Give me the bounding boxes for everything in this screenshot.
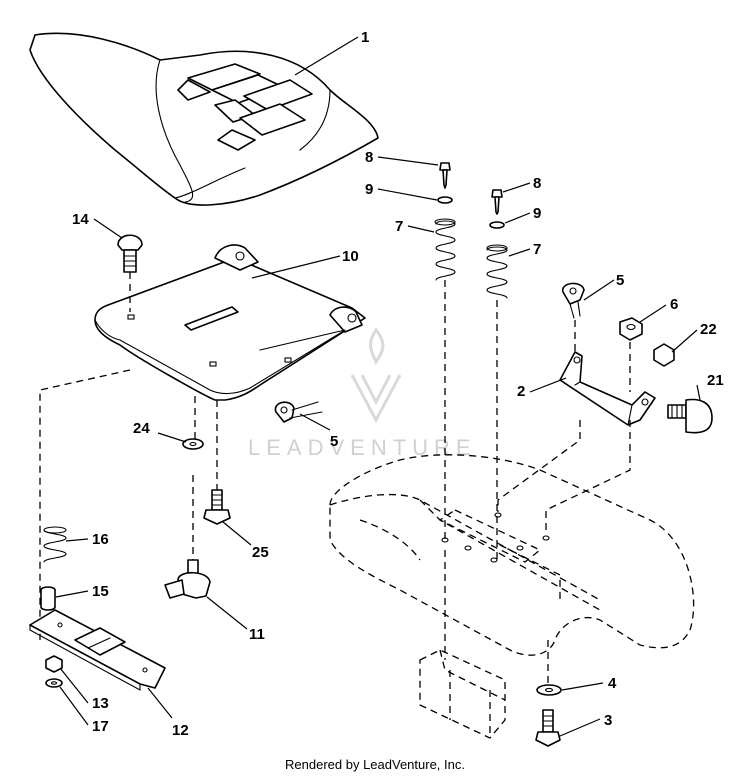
callout-10: 10 [342, 248, 359, 265]
spacer [40, 586, 56, 611]
callout-9-right: 9 [533, 205, 541, 222]
bolt-pan [203, 489, 231, 525]
washer-left [437, 196, 453, 204]
screw-left [439, 162, 451, 189]
seat-pan [94, 244, 366, 401]
watermark-text: LEADVENTURE [248, 435, 477, 460]
callout-11: 11 [249, 626, 265, 643]
callout-13: 13 [92, 695, 109, 712]
callout-5-left: 5 [330, 433, 338, 450]
leader-lines [55, 36, 701, 737]
spring-right [486, 244, 508, 299]
carriage-bolt [117, 234, 143, 273]
callout-14: 14 [72, 211, 89, 228]
callout-17: 17 [92, 718, 109, 735]
callout-1: 1 [361, 29, 369, 46]
callout-7-right: 7 [533, 241, 541, 258]
callout-21: 21 [707, 372, 724, 389]
callout-12: 12 [172, 722, 189, 739]
callout-2: 2 [517, 383, 525, 400]
callout-8-left: 8 [365, 149, 373, 166]
callout-5-right: 5 [616, 272, 624, 289]
callout-15: 15 [92, 583, 109, 600]
callout-4: 4 [608, 675, 617, 692]
spring-small [43, 526, 67, 563]
spring-left [434, 218, 456, 281]
hex-nut [653, 343, 675, 367]
callout-16: 16 [92, 531, 109, 548]
washer-right [489, 221, 505, 229]
knob [164, 559, 211, 599]
callouts: 1 10 14 8 9 7 8 9 7 5 6 22 2 21 5 24 25 … [72, 29, 724, 739]
tractor-frame [329, 454, 695, 739]
callout-25: 25 [252, 544, 269, 561]
seat-bracket [559, 351, 656, 426]
slide-plate [29, 609, 166, 691]
seat [29, 32, 379, 206]
callout-7-left: 7 [395, 218, 403, 235]
bolt-bottom [535, 709, 561, 747]
assembly-lines [39, 272, 631, 690]
callout-24: 24 [133, 420, 150, 437]
locknut [45, 655, 63, 673]
clip-right [562, 282, 585, 319]
clip-left [274, 401, 323, 423]
footer-credit: Rendered by LeadVenture, Inc. [285, 757, 465, 772]
callout-3: 3 [604, 712, 612, 729]
callout-9-left: 9 [365, 181, 373, 198]
shoulder-bolt [667, 398, 713, 434]
callout-22: 22 [700, 321, 717, 338]
callout-6: 6 [670, 296, 678, 313]
screw-right [491, 189, 503, 215]
callout-8-right: 8 [533, 175, 541, 192]
